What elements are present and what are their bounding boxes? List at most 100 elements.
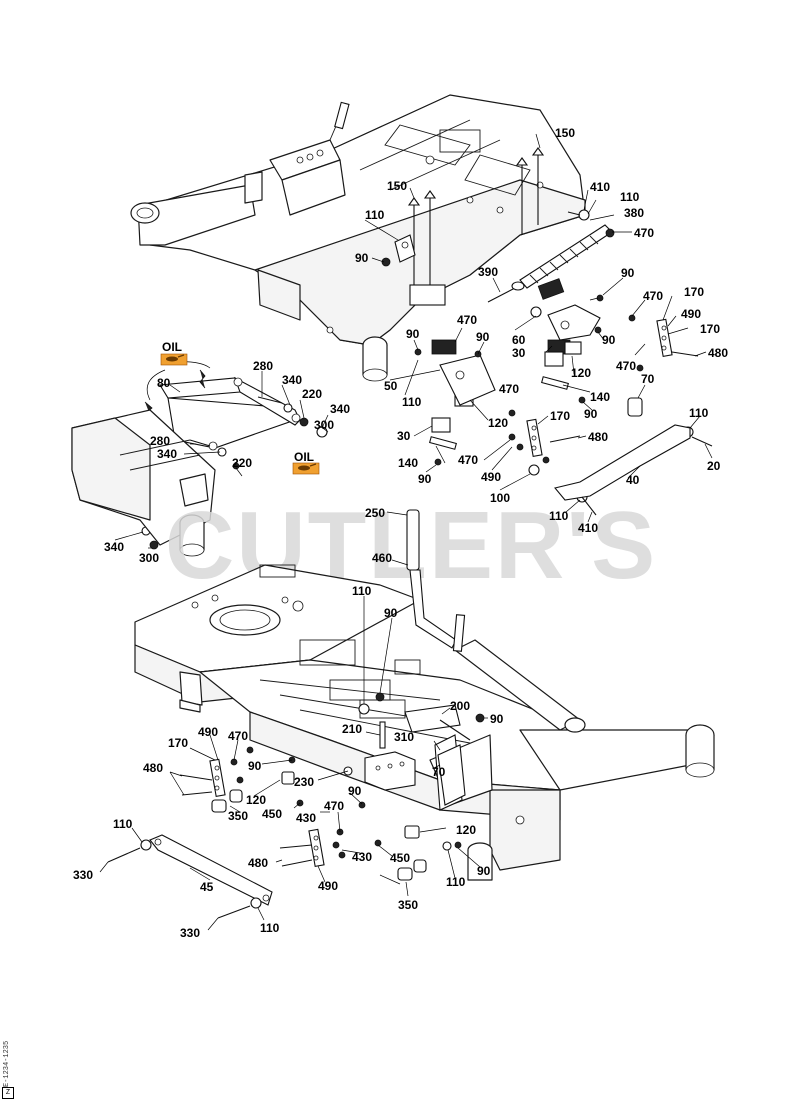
callout: 90 (477, 864, 491, 878)
callout: 30 (397, 429, 411, 443)
callout: 110 (260, 921, 280, 935)
callout: 490 (481, 470, 501, 484)
callout: 470 (457, 313, 477, 327)
callout: 280 (150, 434, 170, 448)
callout: 90 (348, 784, 362, 798)
deck-lift-assembly (71, 361, 328, 557)
callout: 220 (232, 456, 252, 470)
callout: 230 (294, 775, 314, 789)
oil-label-upper: OIL (160, 340, 188, 366)
callout: 110 (549, 509, 569, 523)
eyebolt (487, 281, 525, 303)
oil-text-lower: OIL (294, 450, 314, 464)
callout: 60 (512, 333, 526, 347)
adjuster-spring (519, 224, 613, 300)
callout: 110 (402, 395, 422, 409)
callout: 70 (641, 372, 655, 386)
callout: 110 (113, 817, 133, 831)
callout: 90 (406, 327, 420, 341)
callout: 330 (73, 868, 93, 882)
callout: 110 (446, 875, 466, 889)
callout: 250 (365, 506, 385, 520)
callout: 300 (139, 551, 159, 565)
carriage-bolt-150-lower (407, 190, 437, 290)
callout: 120 (456, 823, 476, 837)
callout: 170 (684, 285, 704, 299)
callout: 480 (708, 346, 728, 360)
carriage-bolt-150-upper (515, 147, 545, 235)
callouts: 150 150 410 110 380 470 110 90 390 90 47… (73, 126, 728, 940)
callout: 110 (689, 406, 709, 420)
callout: 340 (282, 373, 302, 387)
callout: 150 (555, 126, 575, 140)
callout: 150 (387, 179, 407, 193)
callout: 470 (324, 799, 344, 813)
callout: 220 (302, 387, 322, 401)
callout: 480 (143, 761, 163, 775)
callout: 460 (372, 551, 392, 565)
callout: 380 (624, 206, 644, 220)
callout: 410 (590, 180, 610, 194)
callout: 110 (620, 190, 640, 204)
lift-arm-60 (547, 304, 601, 341)
callout: 210 (342, 722, 362, 736)
callout: 450 (262, 807, 282, 821)
callout: 45 (200, 880, 214, 894)
callout: 30 (512, 346, 526, 360)
callout: 430 (296, 811, 316, 825)
callout: 90 (476, 330, 490, 344)
callout: 490 (681, 307, 701, 321)
callout: 20 (707, 459, 721, 473)
lower-linkage (107, 509, 485, 919)
callout: 470 (643, 289, 663, 303)
callout: 120 (488, 416, 508, 430)
callout: 300 (314, 418, 334, 432)
callout: 90 (621, 266, 635, 280)
callout: 430 (352, 850, 372, 864)
callout: 480 (248, 856, 268, 870)
callout: 90 (418, 472, 432, 486)
callout: 90 (490, 712, 504, 726)
callout: 40 (626, 473, 640, 487)
oil-text-upper: OIL (162, 340, 182, 354)
callout: 90 (584, 407, 598, 421)
callout: 110 (365, 208, 385, 222)
upper-linkage (381, 147, 713, 516)
lower-chassis-frame (134, 564, 715, 881)
callout: 470 (458, 453, 478, 467)
callout: 340 (104, 540, 124, 554)
callout: 480 (588, 430, 608, 444)
callout: 450 (390, 851, 410, 865)
callout: 490 (318, 879, 338, 893)
upper-chassis-frame (130, 94, 586, 382)
callout: 200 (450, 699, 470, 713)
callout: 340 (157, 447, 177, 461)
drawing-code: E-1234-1235 (3, 1040, 11, 1087)
callout: 410 (578, 521, 598, 535)
callout: 120 (571, 366, 591, 380)
callout: 70 (432, 765, 446, 779)
callout: 170 (550, 409, 570, 423)
callout: 470 (634, 226, 654, 240)
callout: 110 (352, 584, 372, 598)
callout: 80 (157, 376, 171, 390)
callout: 100 (490, 491, 510, 505)
oil-label-lower: OIL (292, 450, 320, 475)
callout: 470 (616, 359, 636, 373)
callout: 330 (180, 926, 200, 940)
callout: 50 (384, 379, 398, 393)
callout: 350 (398, 898, 418, 912)
callout: 90 (355, 251, 369, 265)
callout: 140 (590, 390, 610, 404)
leader-lines (99, 133, 713, 931)
callout: 90 (602, 333, 616, 347)
callout: 310 (394, 730, 414, 744)
callout: 170 (700, 322, 720, 336)
callout: 350 (228, 809, 248, 823)
callout: 390 (478, 265, 498, 279)
callout: 490 (198, 725, 218, 739)
callout: 170 (168, 736, 188, 750)
callout: 470 (499, 382, 519, 396)
lift-bracket-pair (394, 234, 571, 355)
